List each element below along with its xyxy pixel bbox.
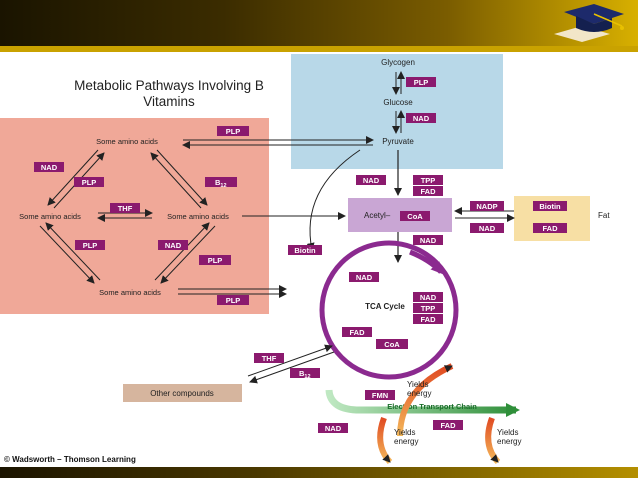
- copyright-credit: © Wadsworth – Thomson Learning: [4, 455, 136, 464]
- plp-left-upper-badge: PLP: [82, 178, 97, 187]
- slide-header-bar: [0, 0, 638, 46]
- amino-diag-arrow-8: [154, 222, 210, 281]
- coenzyme-boxes: [34, 77, 567, 433]
- fad-etc-badge: FAD: [441, 421, 457, 430]
- slide-title-line2: Vitamins: [143, 94, 195, 109]
- nad-etc-badge: NAD: [325, 424, 342, 433]
- coa-tca-badge: CoA: [384, 340, 400, 349]
- thf-other-badge: THF: [262, 354, 277, 363]
- tca-cycle-ring: [319, 240, 459, 380]
- amino-acid-region: [0, 118, 269, 314]
- b12-right-badge: B12: [215, 178, 227, 189]
- slide-title-line1: Metabolic Pathways Involving B: [74, 78, 264, 93]
- fad-pyruvate-badge: FAD: [421, 187, 437, 196]
- glucose-region: [291, 54, 503, 169]
- amino-acids-bottom-label: Some amino acids: [99, 288, 161, 297]
- b12-other-badge: B12: [299, 369, 311, 380]
- nad-glucose-badge: NAD: [413, 114, 430, 123]
- nad-tca-badge: NAD: [420, 293, 437, 302]
- amino-diag-arrow-1: [47, 149, 99, 206]
- tca-cycle-label: TCA Cycle: [365, 302, 405, 311]
- fat-label: Fat: [598, 211, 610, 220]
- amino-acids-top-label: Some amino acids: [96, 137, 158, 146]
- fad-tca-badge: FAD: [421, 315, 437, 324]
- plp-glycogen-badge: PLP: [414, 78, 429, 87]
- slide-header-band: [0, 46, 638, 52]
- tca-to-other-arrow: [249, 351, 335, 384]
- biotin-left-badge: Biotin: [294, 246, 316, 255]
- amino-acids-mid-label: Some amino acids: [167, 212, 229, 221]
- thf-mid-badge: THF: [118, 204, 133, 213]
- plp-top-badge: PLP: [226, 127, 241, 136]
- fad-tca-lower-badge: FAD: [350, 328, 366, 337]
- yields-energy-1-line1: Yields: [407, 380, 429, 389]
- amino-diag-arrow-6: [45, 222, 101, 281]
- glucose-label: Glucose: [383, 98, 413, 107]
- plp-lower-left-badge: PLP: [83, 241, 98, 250]
- fmn-badge: FMN: [372, 391, 388, 400]
- amino-diag-arrow-7: [160, 225, 216, 284]
- etc-label: Electron Transport Chain: [387, 402, 477, 411]
- pyruvate-label: Pyruvate: [382, 137, 414, 146]
- nad-acetyl-badge: NAD: [420, 236, 437, 245]
- yields-energy-1-line2: energy: [407, 389, 431, 398]
- amino-diag-arrow-5: [39, 225, 95, 284]
- yields-energy-3-line2: energy: [497, 437, 521, 446]
- amino-diag-arrow-4: [150, 152, 202, 209]
- coenzyme-labels: PLP NAD PLP NAD PLP THF PLP NAD PLP PLP …: [41, 78, 561, 433]
- glycogen-label: Glycogen: [381, 58, 415, 67]
- yields-energy-2-line1: Yields: [394, 428, 416, 437]
- yields-energy-2-line2: energy: [394, 437, 418, 446]
- yields-energy-3-line1: Yields: [497, 428, 519, 437]
- slide-footer-bar: [0, 467, 638, 478]
- slide-title: Metabolic Pathways Involving B Vitamins: [44, 78, 294, 110]
- yield-energy-arrow-1: [397, 363, 454, 437]
- amino-acids-left-label: Some amino acids: [19, 212, 81, 221]
- plp-lower-right-badge: PLP: [208, 256, 223, 265]
- electron-transport-chain-arrow: [325, 389, 520, 417]
- nad-pyruvate-badge: NAD: [363, 176, 380, 185]
- yield-energy-arrow-2: [377, 416, 393, 465]
- nad-tca-top-badge: NAD: [356, 273, 373, 282]
- other-compounds-box: [123, 384, 242, 402]
- plp-bottom-badge: PLP: [226, 296, 241, 305]
- other-to-tca-arrow: [247, 344, 333, 377]
- tpp-pyruvate-badge: TPP: [421, 176, 436, 185]
- graduation-cap-icon: [554, 4, 624, 42]
- acetyl-label: Acetyl–: [364, 211, 391, 220]
- tpp-tca-badge: TPP: [421, 304, 436, 313]
- biotin-fat-badge: Biotin: [539, 202, 561, 211]
- tca-cycle-arrowhead: [409, 249, 444, 275]
- nadp-badge: NADP: [476, 202, 497, 211]
- amino-diag-arrow-3: [156, 149, 208, 206]
- yield-energy-arrow-3: [485, 416, 501, 465]
- nad-lower-mid-badge: NAD: [165, 241, 182, 250]
- fad-fat-badge: FAD: [543, 224, 559, 233]
- coa-badge: CoA: [407, 212, 423, 221]
- other-compounds-label: Other compounds: [150, 389, 214, 398]
- nad-fat-badge: NAD: [479, 224, 496, 233]
- nad-left-badge: NAD: [41, 163, 58, 172]
- pyruvate-to-tca-arrow: [306, 149, 361, 251]
